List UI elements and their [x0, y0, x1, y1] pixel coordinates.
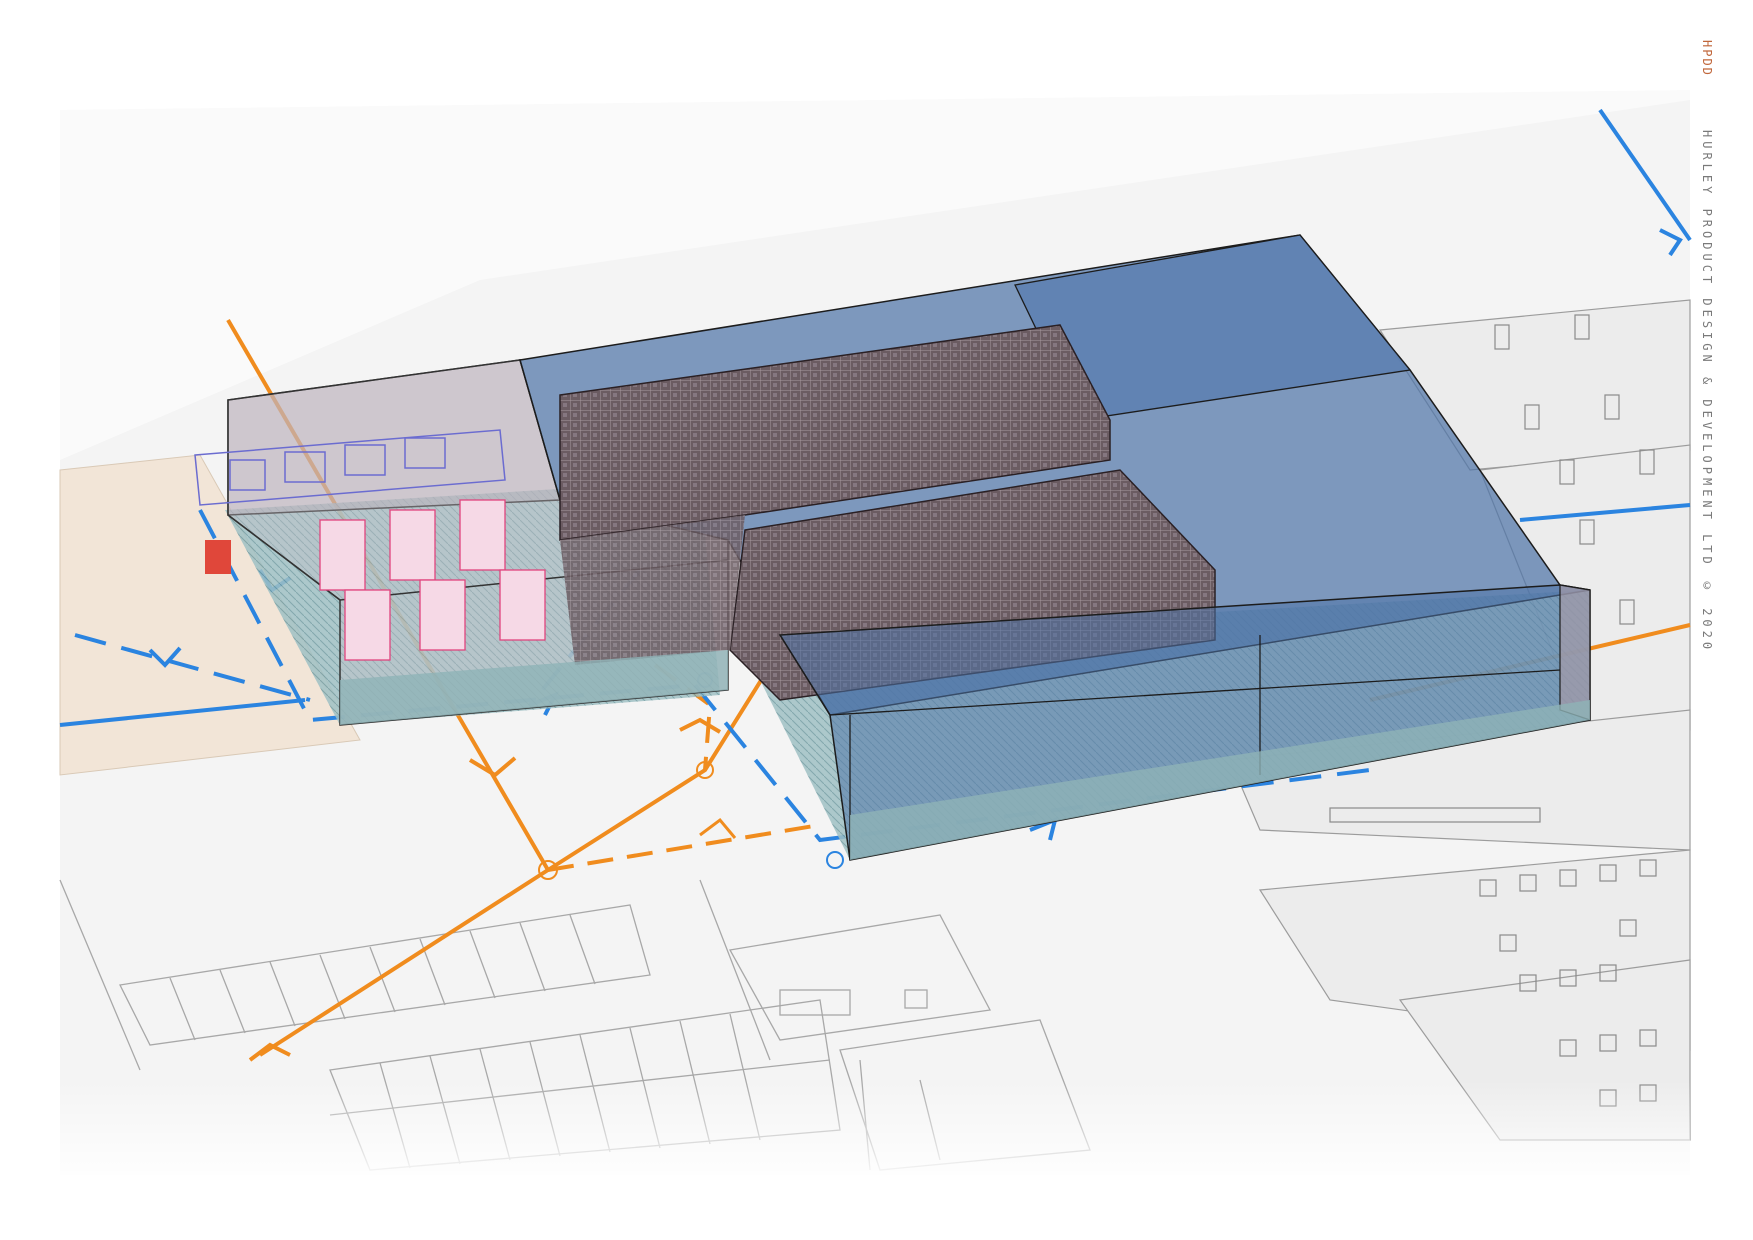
mezzanine-outline: [194, 429, 506, 506]
copyright-credit: HURLEY PRODUCT DESIGN & DEVELOPMENT LTD …: [1700, 130, 1714, 654]
office-desks: [319, 499, 546, 661]
dock-strip: [850, 700, 1590, 860]
stair-core: [205, 540, 231, 574]
building-volume: [194, 234, 1591, 861]
brand-mark: HPDD: [1700, 40, 1714, 77]
